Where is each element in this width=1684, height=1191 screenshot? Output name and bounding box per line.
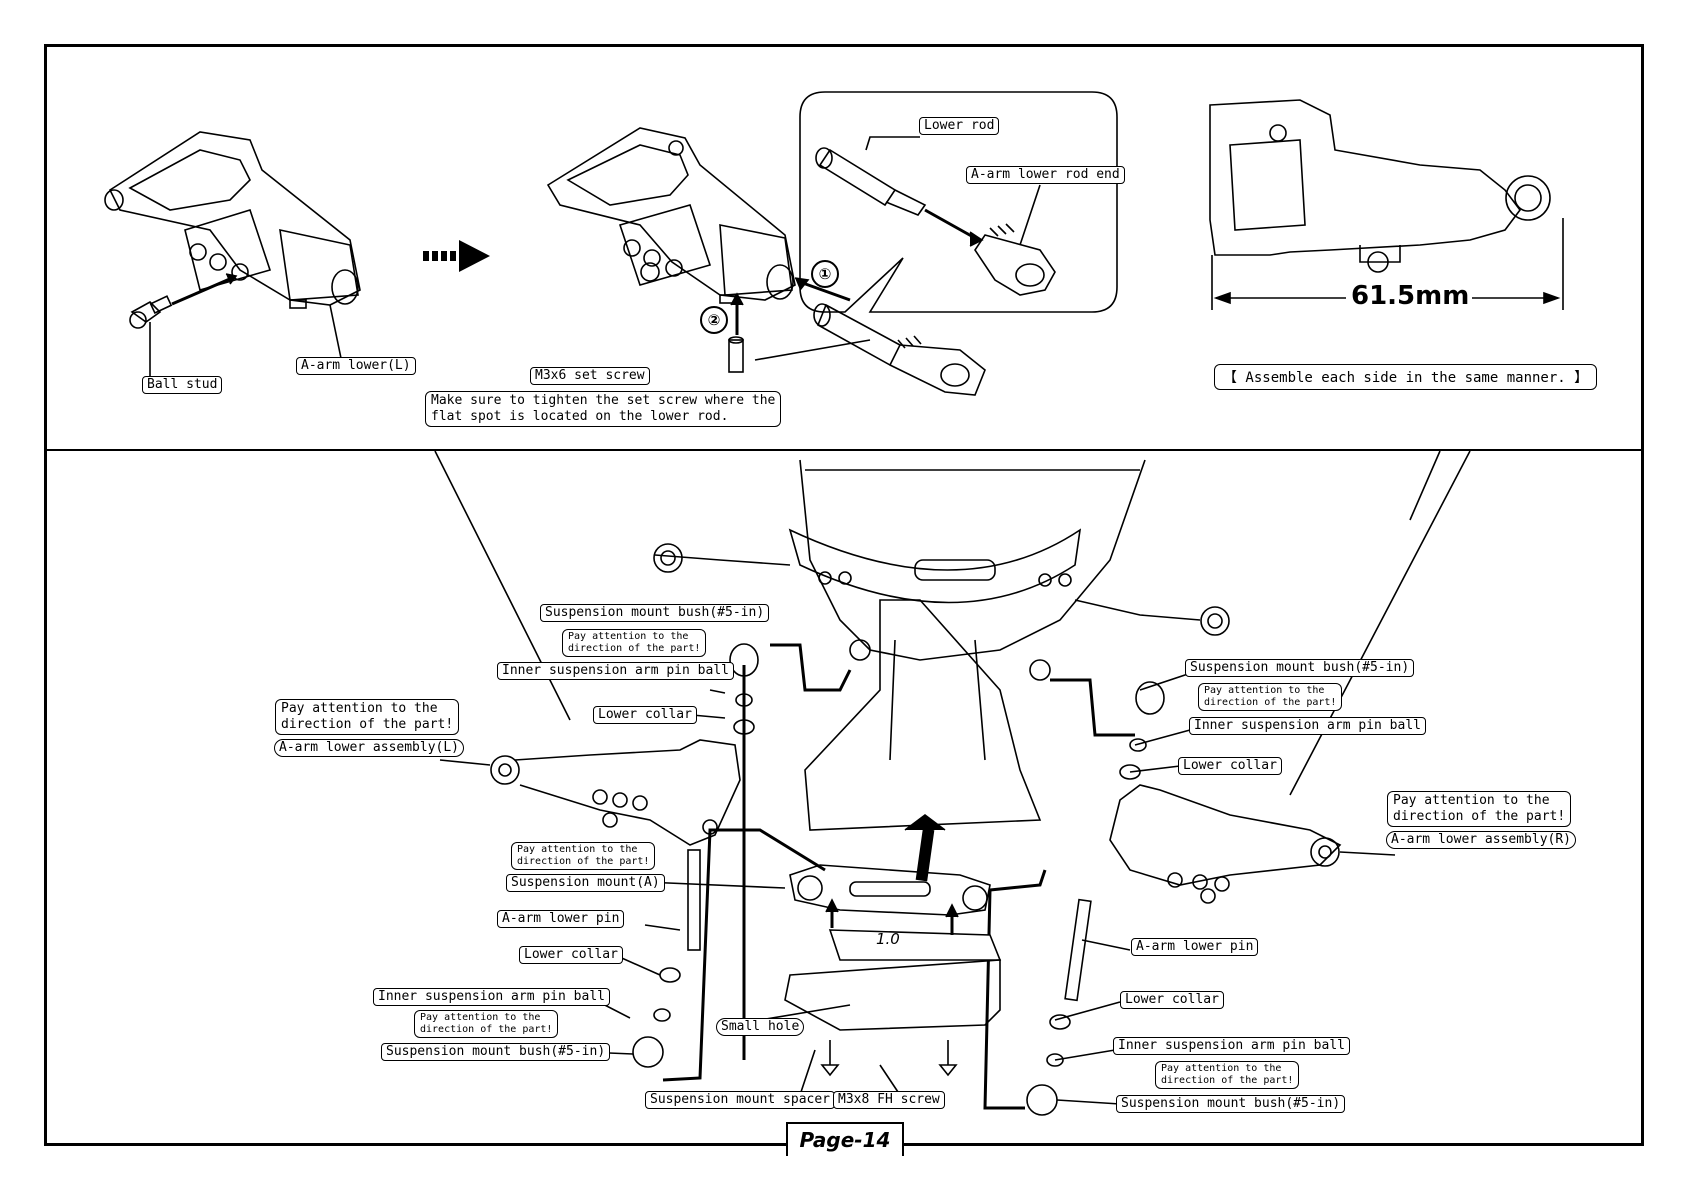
page-number: Page-14: [786, 1122, 904, 1156]
set-screw-note-line-1: Make sure to tighten the set screw where…: [431, 393, 776, 408]
left-mount-a-label: Suspension mount(A): [506, 874, 665, 892]
note-line-1: Pay attention to the: [568, 631, 689, 642]
right-pin-ball-note: Pay attention to the direction of the pa…: [1155, 1061, 1300, 1089]
right-pin-ball-bottom-label: Inner suspension arm pin ball: [1113, 1037, 1350, 1055]
spacer-label: Suspension mount spacer: [645, 1091, 836, 1109]
lower-rod-label: Lower rod: [919, 117, 1000, 135]
set-screw-note-line-2: flat spot is located on the lower rod.: [431, 409, 729, 424]
a-arm-lower-part: [104, 131, 361, 309]
note-line-1: Pay attention to the: [420, 1012, 541, 1023]
left-pin-ball-note: Pay attention to the direction of the pa…: [414, 1010, 559, 1038]
note-line-1: Pay attention to the: [517, 844, 638, 855]
note-line-1: Pay attention to the: [1204, 685, 1325, 696]
top-view-part: [1209, 99, 1564, 310]
set-screw-label: M3x6 set screw: [530, 367, 650, 385]
right-bush-top-note: Pay attention to the direction of the pa…: [1198, 683, 1343, 711]
left-bush-bottom-label: Suspension mount bush(#5-in): [381, 1043, 611, 1061]
fh-screw-label: M3x8 FH screw: [833, 1091, 945, 1109]
note-line-1: Pay attention to the: [1161, 1063, 1282, 1074]
set-screw-part: [728, 292, 744, 373]
inset-callout-bubble: [799, 91, 1118, 313]
ball-stud-part: [129, 273, 238, 380]
left-assembly-label: A-arm lower assembly(L): [274, 739, 465, 757]
note-line-2: direction of the part!: [517, 856, 650, 867]
a-arm-lower-l-label: A-arm lower(L): [296, 357, 416, 375]
right-bush-bottom-label: Suspension mount bush(#5-in): [1116, 1095, 1346, 1113]
small-hole-label: Small hole: [716, 1018, 805, 1036]
right-pin-label: A-arm lower pin: [1131, 938, 1259, 956]
chassis-part: [653, 459, 1230, 882]
right-bush-top-label: Suspension mount bush(#5-in): [1185, 659, 1415, 677]
set-screw-note: Make sure to tighten the set screw where…: [425, 391, 782, 427]
right-collar-bottom-label: Lower collar: [1120, 991, 1224, 1009]
inset-rod-part: [815, 136, 1056, 296]
note-line-2: direction of the part!: [568, 643, 701, 654]
a-arm-with-rod-part: [546, 127, 851, 304]
note-line-1: Pay attention to the: [281, 701, 438, 716]
left-bush-top-note: Pay attention to the direction of the pa…: [562, 629, 707, 657]
left-pin-label: A-arm lower pin: [497, 910, 625, 928]
step-2-marker: ②: [700, 306, 728, 334]
left-mount-note: Pay attention to the direction of the pa…: [511, 842, 656, 870]
spacer-value-label: 1.0: [876, 930, 900, 948]
assemble-note: 【 Assemble each side in the same manner.…: [1214, 364, 1598, 390]
left-pin-ball-bottom-label: Inner suspension arm pin ball: [373, 988, 610, 1006]
right-assembly-note: Pay attention to the direction of the pa…: [1387, 791, 1572, 827]
right-collar-top-label: Lower collar: [1178, 757, 1282, 775]
dimension-label: 61.5mm: [1348, 281, 1473, 311]
rod-end-label: A-arm lower rod end: [966, 166, 1125, 184]
left-bush-top-label: Suspension mount bush(#5-in): [540, 604, 770, 622]
left-collar-top-label: Lower collar: [593, 706, 697, 724]
transition-arrow: [423, 240, 490, 272]
right-pin-ball-top-label: Inner suspension arm pin ball: [1189, 717, 1426, 735]
note-line-2: direction of the part!: [1161, 1075, 1294, 1086]
note-line-1: Pay attention to the: [1393, 793, 1550, 808]
left-pin-ball-top-label: Inner suspension arm pin ball: [497, 662, 734, 680]
right-assembly-label: A-arm lower assembly(R): [1386, 831, 1577, 849]
step-1-marker: ①: [811, 260, 839, 288]
suspension-mount-part: [784, 864, 1002, 1077]
left-arm-part: [490, 643, 759, 1068]
left-assembly-note: Pay attention to the direction of the pa…: [275, 699, 460, 735]
left-collar-bottom-label: Lower collar: [519, 946, 623, 964]
note-line-2: direction of the part!: [420, 1024, 553, 1035]
note-line-2: direction of the part!: [1393, 809, 1566, 824]
note-line-2: direction of the part!: [1204, 697, 1337, 708]
lower-rod-part: [813, 303, 986, 396]
ball-stud-label: Ball stud: [142, 376, 223, 394]
note-line-2: direction of the part!: [281, 717, 454, 732]
section-divider: [44, 449, 1644, 451]
